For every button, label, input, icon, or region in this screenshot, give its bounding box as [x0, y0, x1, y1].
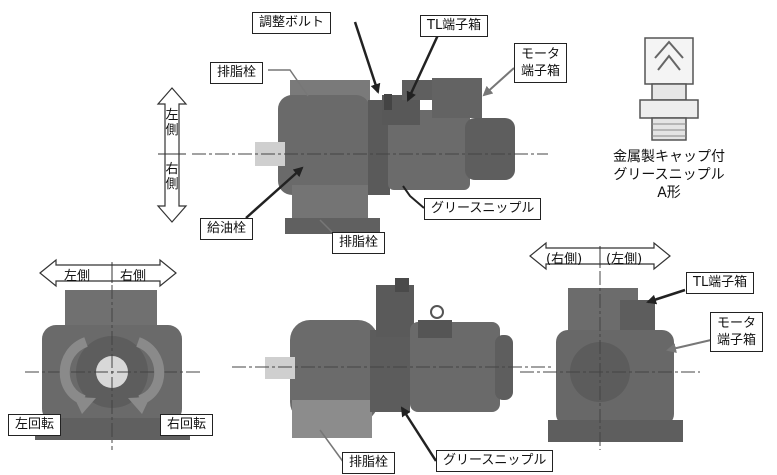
label-motor-box: モータ 端子箱 — [514, 43, 568, 83]
label-grease-nipple-mid: グリースニップル — [424, 198, 542, 220]
label-left-side-back: (左側) — [606, 252, 643, 267]
grease-nipple-icon — [639, 37, 699, 141]
label-tl-box-2: TL端子箱 — [686, 272, 755, 294]
label-drain-plug-mid: 排脂栓 — [332, 232, 386, 254]
label-motor-box-2: モータ 端子箱 — [710, 312, 764, 352]
label-right-side-front: 右側 — [120, 269, 147, 284]
label-right-side-back: (右側) — [546, 252, 583, 267]
label-drain-plug-bottom: 排脂栓 — [342, 452, 396, 474]
nipple-caption: 金属製キャップ付 グリースニップル A形 — [613, 149, 725, 201]
label-tl-box: TL端子箱 — [420, 15, 489, 37]
label-adjust-bolt: 調整ボルト — [252, 12, 332, 34]
top-gear-reducer — [255, 78, 515, 234]
label-grease-nipple-bottom: グリースニップル — [436, 450, 554, 472]
label-drain-plug-top: 排脂栓 — [210, 62, 264, 84]
front-side-arrow — [39, 258, 177, 288]
back-view-right — [548, 288, 683, 442]
label-left-side-front: 左側 — [64, 269, 91, 284]
label-oil-plug: 給油栓 — [200, 218, 254, 240]
top-motor-box — [432, 78, 482, 118]
top-side-arrow — [156, 87, 188, 223]
label-right-side-vertical: 右 側 — [165, 162, 179, 192]
label-left-side-vertical: 左 側 — [165, 108, 179, 138]
label-left-rotation: 左回転 — [8, 414, 62, 436]
right-rotation-arrow — [135, 337, 165, 405]
label-right-rotation: 右回転 — [160, 414, 214, 436]
back-side-arrow — [529, 241, 671, 271]
bottom-side-view — [265, 278, 513, 438]
left-rotation-arrow — [59, 337, 89, 405]
